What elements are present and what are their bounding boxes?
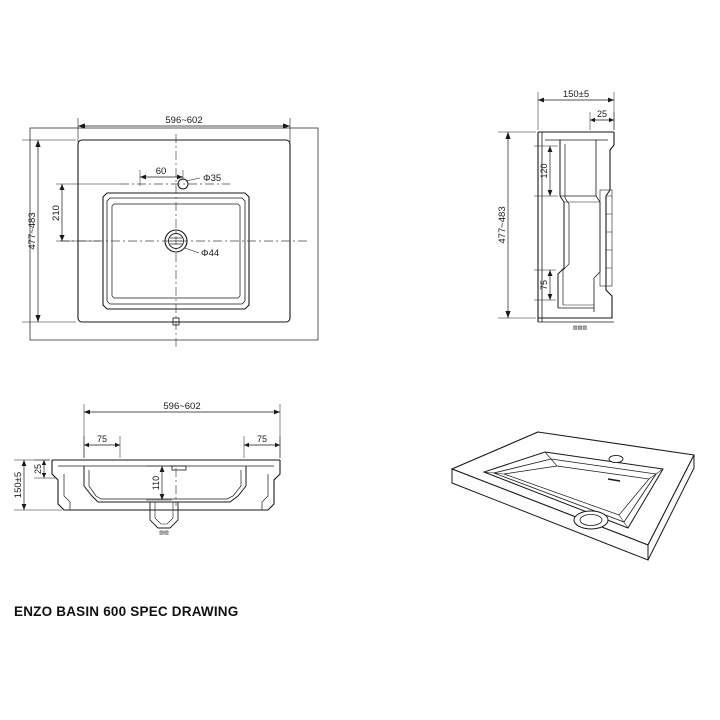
dim-front-right-offset: 75 <box>257 434 267 444</box>
arrow-head <box>244 442 249 448</box>
iso-overflow-slot <box>607 478 621 482</box>
side-rear-profile <box>593 140 601 312</box>
front-section-view: ▨▨ 596~602 75 75 25 <box>13 401 281 536</box>
arrow-head <box>21 460 27 466</box>
arrow-head <box>177 174 183 180</box>
dim-front-width: 596~602 <box>163 401 200 412</box>
arrow-head <box>505 311 511 318</box>
top-view-bowl-inner-edge <box>106 197 246 305</box>
arrow-head <box>283 123 290 129</box>
arrow-head <box>84 442 89 448</box>
arrow-head <box>140 174 146 180</box>
arrow-head <box>41 460 47 465</box>
isometric-view <box>450 431 695 561</box>
dim-side-lip: 25 <box>597 109 607 119</box>
side-section-view: ▨▨▨ 150±5 25 477~483 120 <box>497 89 615 331</box>
arrow-head <box>115 442 120 448</box>
iso-waste-inner <box>579 514 603 526</box>
arrow-head <box>609 117 614 123</box>
top-view-bowl-base-edge <box>111 203 241 299</box>
iso-tap-hole <box>608 454 624 464</box>
side-bowl-profile-inner <box>562 144 570 305</box>
iso-crease <box>648 468 664 480</box>
dim-waste-diameter: Φ44 <box>201 248 219 259</box>
arrow-head <box>21 504 27 510</box>
top-view: 596~602 477~483 210 60 Φ35 Φ44 <box>22 115 319 348</box>
dim-side-depth: 150±5 <box>563 89 589 100</box>
dim-top-width: 596~602 <box>165 115 202 126</box>
overflow-marker <box>172 317 180 326</box>
arrow-head <box>608 97 614 103</box>
arrow-head <box>159 466 165 472</box>
arrow-head <box>274 409 280 415</box>
dim-side-overall-height: 477~483 <box>497 206 508 243</box>
arrow-head <box>547 190 553 196</box>
dim-tap-hole-offset: 60 <box>156 166 167 177</box>
front-overflow-slot <box>171 465 187 471</box>
iso-right-edge <box>647 454 695 561</box>
top-view-outer-rim <box>77 139 291 323</box>
arrow-head <box>41 473 47 478</box>
front-body-outline <box>51 460 281 511</box>
dim-side-bowl-depth: 120 <box>539 163 549 178</box>
arrow-head <box>84 409 90 415</box>
dim-side-bottom-rise: 75 <box>539 280 549 290</box>
side-ribs <box>606 195 612 269</box>
dim-front-left-offset: 75 <box>97 434 107 444</box>
arrow-head <box>590 117 595 123</box>
dim-top-overall-height: 477~483 <box>27 212 38 249</box>
side-body-outline <box>538 132 615 319</box>
side-bowl-profile <box>557 140 565 308</box>
front-waste-drop-inner <box>154 502 174 525</box>
arrow-head <box>275 442 280 448</box>
front-bowl-profile <box>83 466 247 503</box>
arrow-head <box>547 270 553 276</box>
top-view-bowl-outer-edge <box>102 192 250 310</box>
arrow-head <box>538 97 544 103</box>
iso-crease <box>544 451 558 467</box>
page-title: ENZO BASIN 600 SPEC DRAWING <box>14 604 239 619</box>
arrow-head <box>78 123 85 129</box>
arrow-head <box>35 140 41 147</box>
side-rib-box <box>599 189 613 287</box>
front-right-wall <box>261 474 269 510</box>
dim-front-lip: 25 <box>33 464 43 474</box>
front-bowl-profile-inner <box>88 470 242 500</box>
dim-front-bowl-depth: 110 <box>151 476 161 490</box>
dim-front-height: 150±5 <box>13 472 24 498</box>
top-view-construction-box <box>29 127 319 341</box>
dim-tap-hole-diameter: Φ35 <box>203 173 221 184</box>
front-waste-hatch-label: ▨▨ <box>159 530 169 536</box>
front-waste-drop <box>149 502 179 529</box>
side-foot-hatch-label: ▨▨▨ <box>573 325 587 331</box>
arrow-head <box>159 494 165 500</box>
arrow-head <box>59 184 65 190</box>
arrow-head <box>59 235 65 241</box>
iso-crease <box>618 514 629 529</box>
arrow-head <box>547 146 553 152</box>
arrow-head <box>505 132 511 139</box>
leader-line <box>185 177 201 182</box>
front-left-wall <box>63 474 71 510</box>
iso-crease <box>483 471 505 475</box>
arrow-head <box>547 294 553 300</box>
arrow-head <box>35 315 41 322</box>
dim-top-inner-height: 210 <box>51 205 62 221</box>
leader-line <box>184 247 200 254</box>
